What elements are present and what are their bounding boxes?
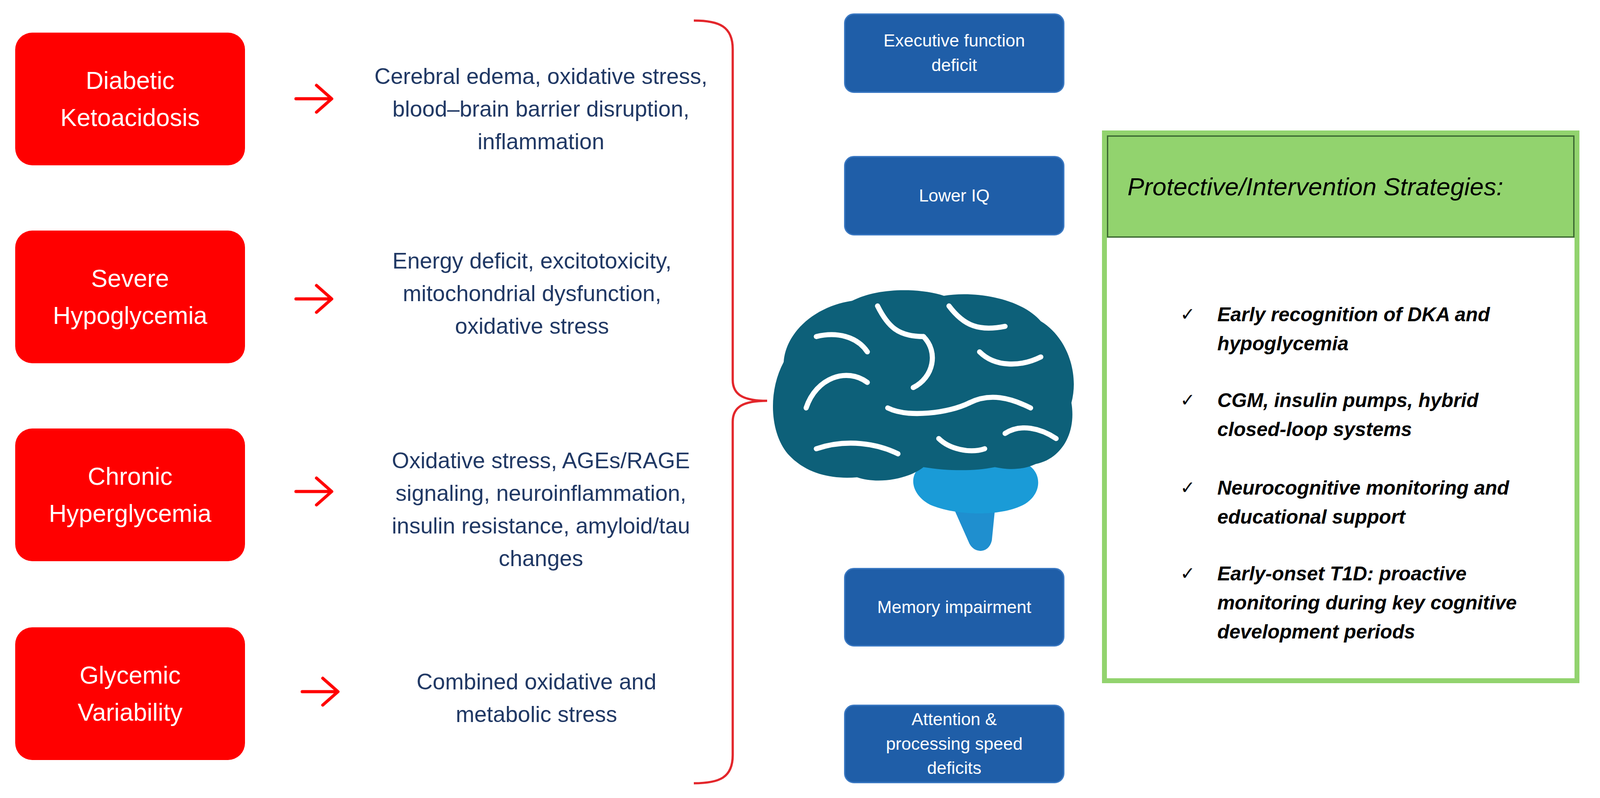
- outcome-label: Memory impairment: [869, 595, 1040, 621]
- cerebrum: [772, 290, 1074, 481]
- outcome-label: Executive function deficit: [869, 28, 1040, 78]
- check-mark: ✓: [1180, 389, 1196, 411]
- curly-brace: [693, 20, 768, 784]
- strategy-item: Early-onset T1D: proactive monitoring du…: [1217, 559, 1540, 647]
- red-arrow: [295, 85, 332, 113]
- panel-header-band: Protective/Intervention Strategies:: [1106, 135, 1575, 238]
- red-arrow: [295, 478, 332, 506]
- risk-factor-label: Diabetic Ketoacidosis: [36, 62, 224, 136]
- risk-factor-box: Diabetic Ketoacidosis: [15, 32, 245, 166]
- risk-factor-label: Severe Hypoglycemia: [36, 260, 224, 334]
- outcome-box: Lower IQ: [844, 156, 1065, 236]
- outcome-label: Attention & processing speed deficits: [869, 707, 1040, 782]
- mechanism-text: Combined oxidative and metabolic stress: [402, 666, 671, 732]
- risk-factor-box: Severe Hypoglycemia: [15, 230, 245, 364]
- strategy-panel: Protective/Intervention Strategies: Early…: [1101, 130, 1580, 684]
- risk-factor-label: Glycemic Variability: [36, 657, 224, 731]
- strategy-item: Early recognition of DKA and hypoglycemi…: [1217, 299, 1540, 359]
- brain-sulci: [806, 306, 1056, 455]
- brain-illustration: [772, 290, 1074, 552]
- outcome-box: Attention & processing speed deficits: [844, 705, 1065, 784]
- check-mark: ✓: [1180, 477, 1196, 499]
- check-mark: ✓: [1180, 563, 1196, 584]
- mechanism-text: Energy deficit, excitotoxicity, mitochon…: [361, 244, 704, 343]
- red-arrow: [302, 678, 338, 706]
- outcome-label: Lower IQ: [869, 183, 1040, 209]
- mechanism-text: Cerebral edema, oxidative stress, blood–…: [370, 60, 713, 159]
- red-arrow: [295, 285, 332, 313]
- outcome-box: Memory impairment: [844, 568, 1065, 647]
- outcome-box: Executive function deficit: [844, 13, 1065, 93]
- mechanism-text: Oxidative stress, AGEs/RAGE signaling, n…: [370, 444, 713, 576]
- risk-factor-label: Chronic Hyperglycemia: [36, 458, 224, 532]
- panel-heading: Protective/Intervention Strategies:: [1127, 172, 1503, 202]
- risk-factor-box: Glycemic Variability: [15, 627, 245, 761]
- risk-factor-box: Chronic Hyperglycemia: [15, 428, 245, 562]
- strategy-item: Neurocognitive monitoring and educationa…: [1217, 473, 1540, 532]
- check-mark: ✓: [1180, 303, 1196, 325]
- strategy-item: CGM, insulin pumps, hybrid closed-loop s…: [1217, 385, 1540, 444]
